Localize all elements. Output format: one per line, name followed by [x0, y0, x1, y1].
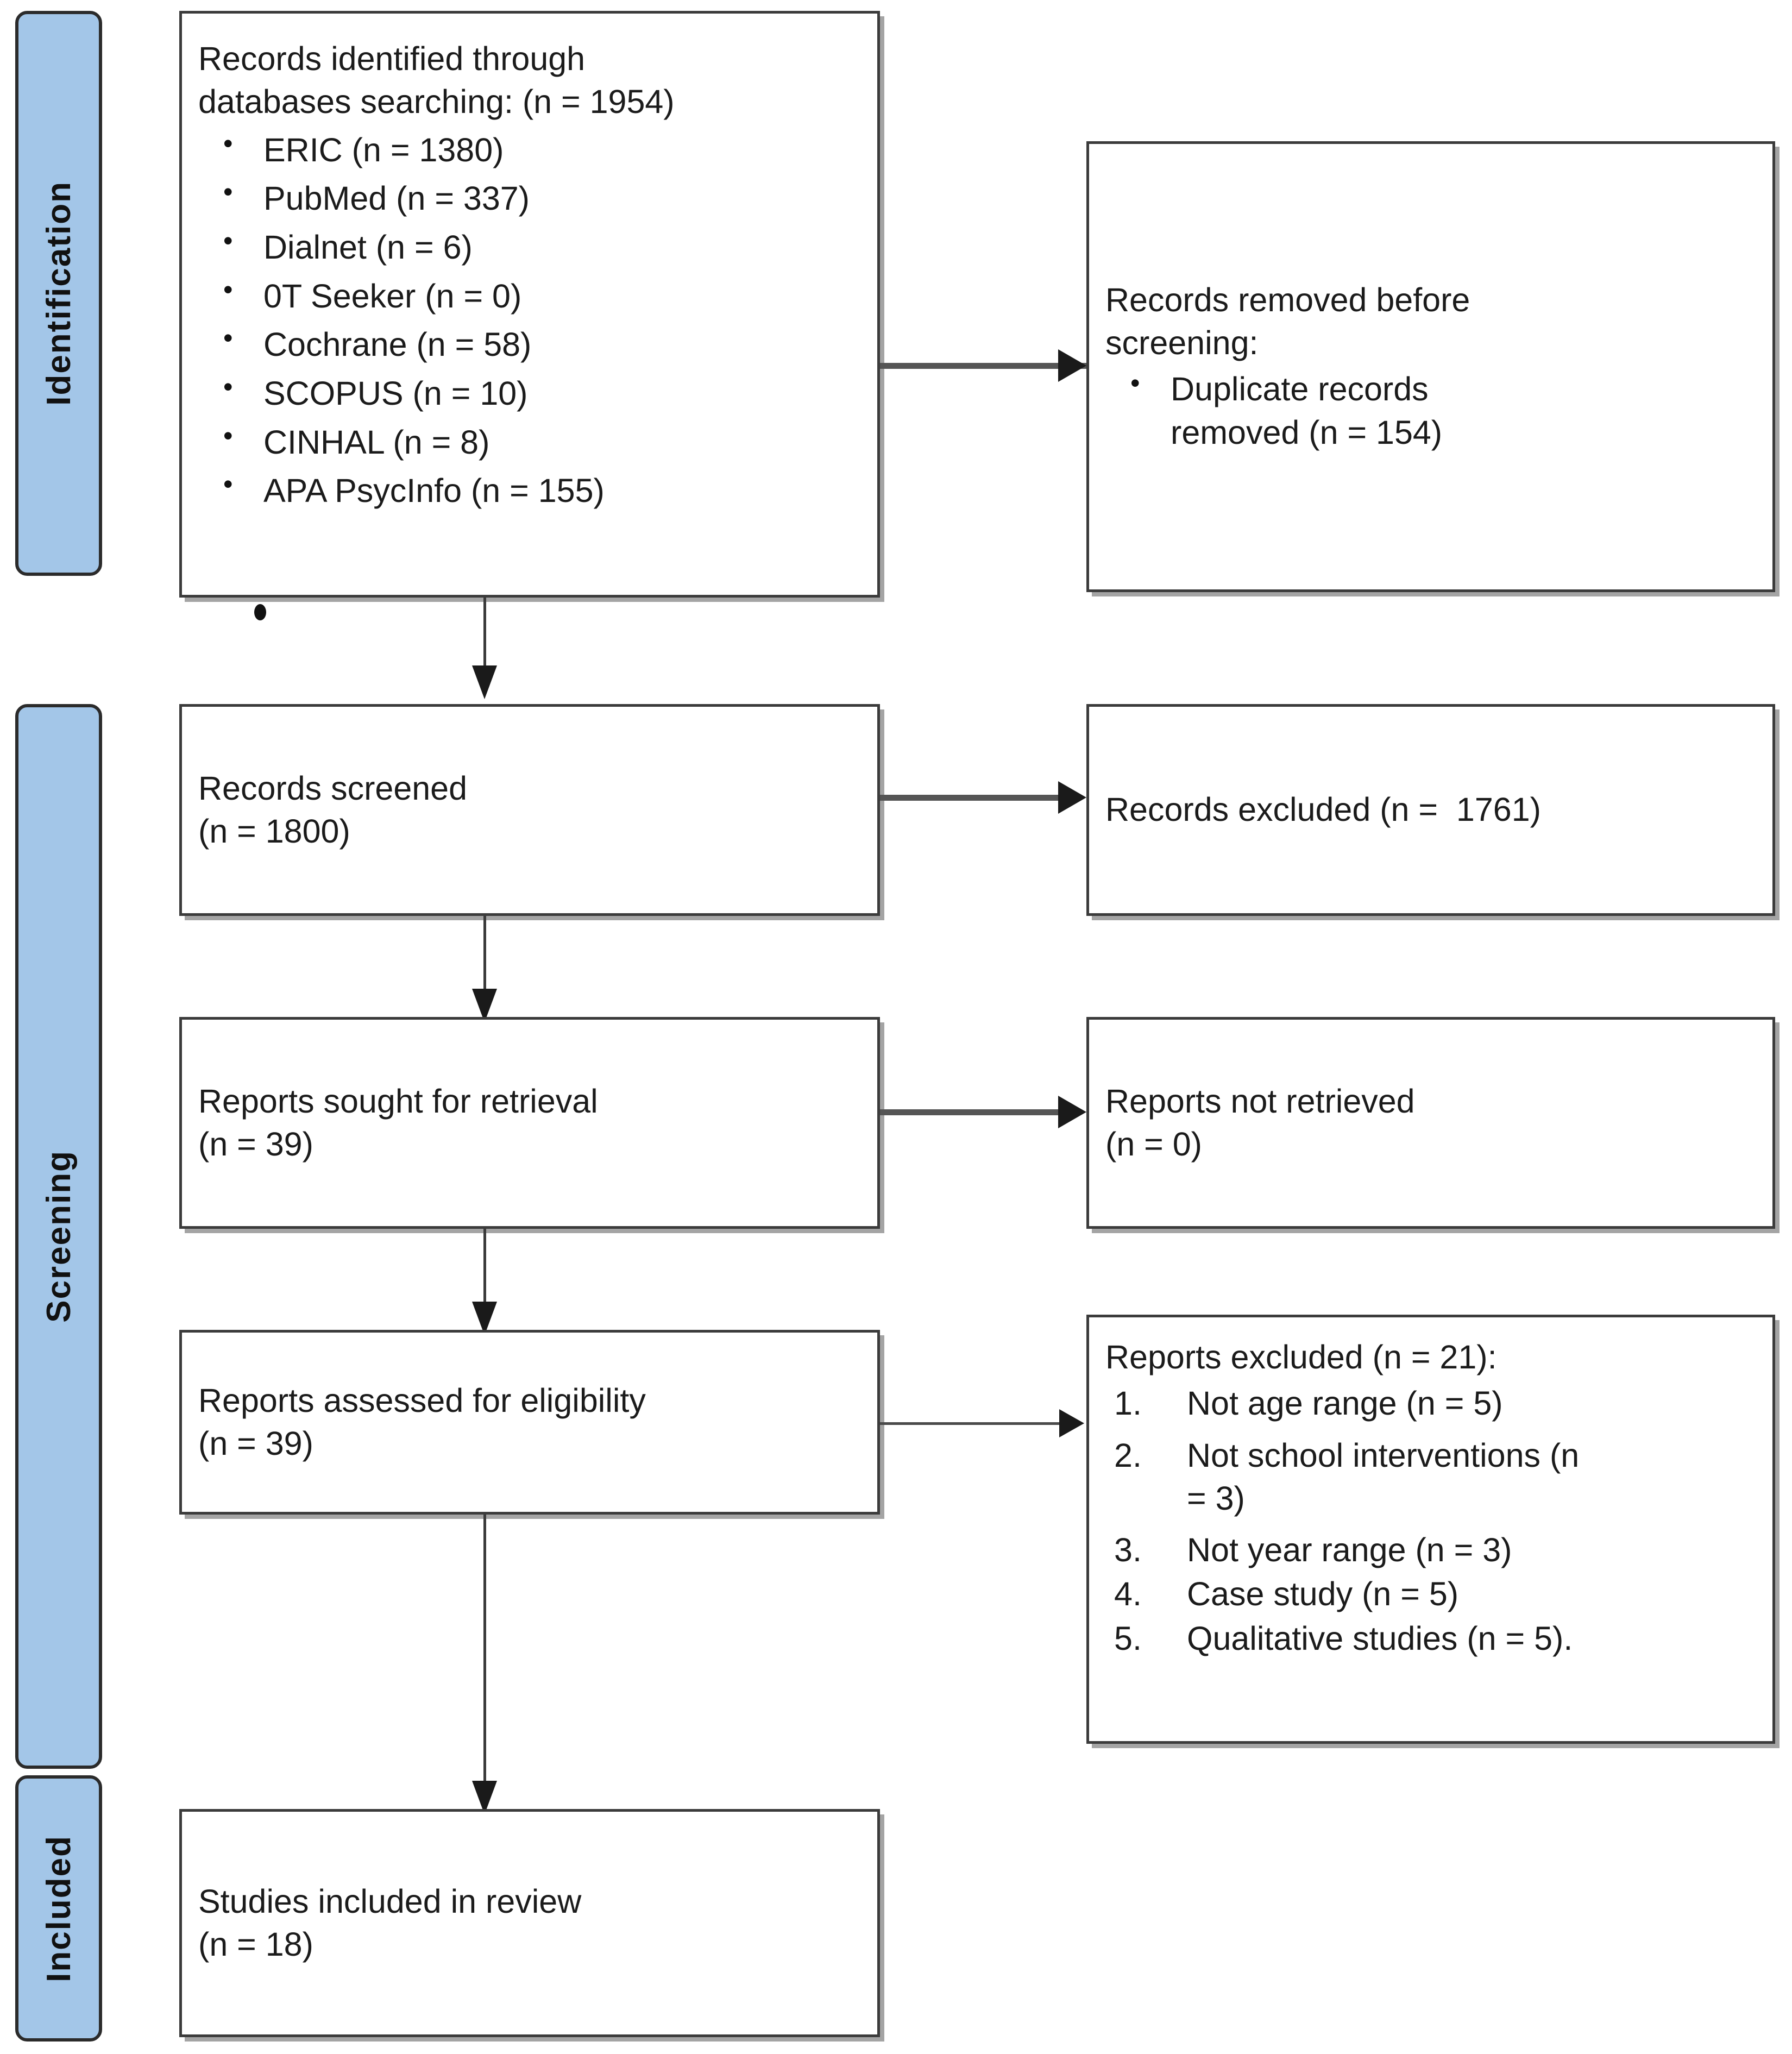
stage-bar-screening: Screening: [15, 704, 102, 1769]
reports-sought-line1: Reports sought for retrieval: [198, 1082, 598, 1120]
duplicate-records-line2: removed (n = 154): [1171, 414, 1443, 451]
records-identified-source-list: ERIC (n = 1380) PubMed (n = 337) Dialnet…: [198, 124, 861, 516]
list-item: Dialnet (n = 6): [223, 221, 861, 272]
records-screened-line2: (n = 1800): [198, 813, 350, 850]
connector-identified-to-screened: [483, 598, 486, 693]
list-item: Not age range (n = 5): [1114, 1382, 1503, 1425]
reports-excluded-reason-list: Not age range (n = 5) Not school interve…: [1105, 1382, 1756, 1661]
box-records-excluded: Records excluded (n = 1761): [1086, 704, 1775, 916]
stage-bar-identification: Identification: [15, 11, 102, 576]
connector-screened-to-excluded: [880, 795, 1059, 801]
box-reports-sought-for-retrieval: Reports sought for retrieval (n = 39): [179, 1017, 880, 1229]
arrow-right-icon-identified-to-removed: [1058, 349, 1086, 382]
reports-excluded-heading: Reports excluded (n = 21):: [1105, 1339, 1497, 1375]
stage-label-identification: Identification: [40, 181, 78, 406]
connector-sought-to-not-retrieved: [880, 1109, 1059, 1115]
records-removed-heading-line2: screening:: [1105, 324, 1259, 362]
stage-label-included: Included: [40, 1835, 78, 1982]
connector-assessed-to-included: [483, 1515, 486, 1808]
reports-assessed-line1: Reports assessed for eligibility: [198, 1381, 646, 1419]
records-identified-heading-line1: Records identified through: [198, 40, 586, 77]
reports-sought-line2: (n = 39): [198, 1126, 313, 1163]
connector-identified-to-removed: [880, 363, 1086, 369]
reason-2-line1: Not school interventions (n: [1187, 1436, 1580, 1474]
records-excluded-line1: Records excluded (n = 1761): [1105, 791, 1541, 828]
arrow-down-icon-screened-to-sought: [472, 989, 497, 1022]
connector-assessed-to-reports-excluded: [880, 1422, 1065, 1425]
box-reports-excluded: Reports excluded (n = 21): Not age range…: [1086, 1315, 1775, 1744]
box-reports-not-retrieved: Reports not retrieved (n = 0): [1086, 1017, 1775, 1229]
arrow-down-icon-identified-to-screened: [472, 665, 497, 699]
list-item: Qualitative studies (n = 5).: [1114, 1617, 1573, 1661]
reason-2-line2: = 3): [1187, 1479, 1245, 1517]
list-item: Not year range (n = 3): [1114, 1529, 1512, 1572]
box-studies-included-in-review: Studies included in review (n = 18): [179, 1809, 880, 2037]
stage-label-screening: Screening: [40, 1150, 78, 1323]
duplicate-records-line1: Duplicate records: [1171, 370, 1429, 407]
arrow-right-icon-sought-to-not-retrieved: [1058, 1096, 1086, 1128]
connector-sought-to-assessed: [483, 1229, 486, 1330]
stage-bar-included: Included: [15, 1775, 102, 2042]
list-item: Duplicate records removed (n = 154): [1130, 365, 1756, 455]
list-item: APA PsycInfo (n = 155): [223, 464, 861, 516]
list-item: ERIC (n = 1380): [223, 124, 861, 175]
reports-not-retrieved-line2: (n = 0): [1105, 1126, 1202, 1163]
arrow-right-icon-screened-to-excluded: [1058, 781, 1086, 814]
list-item: Case study (n = 5): [1114, 1573, 1459, 1616]
connector-screened-to-sought: [483, 916, 486, 1017]
reports-assessed-line2: (n = 39): [198, 1425, 313, 1462]
stray-bullet-icon: [254, 604, 266, 620]
box-reports-assessed-for-eligibility: Reports assessed for eligibility (n = 39…: [179, 1330, 880, 1515]
records-removed-item-list: Duplicate records removed (n = 154): [1105, 365, 1756, 455]
reports-not-retrieved-line1: Reports not retrieved: [1105, 1082, 1415, 1120]
arrow-right-icon-assessed-to-reports-excluded: [1059, 1409, 1084, 1437]
list-item: Not school interventions (n = 3): [1105, 1434, 1756, 1521]
list-item: Cochrane (n = 58): [223, 318, 861, 369]
records-identified-heading-line2: databases searching: (n = 1954): [198, 83, 675, 121]
box-records-removed-before-screening: Records removed before screening: Duplic…: [1086, 141, 1775, 592]
list-item: SCOPUS (n = 10): [223, 367, 861, 418]
list-item: 0T Seeker (n = 0): [223, 270, 861, 321]
records-removed-heading-line1: Records removed before: [1105, 281, 1470, 319]
studies-included-line1: Studies included in review: [198, 1882, 582, 1920]
list-item: PubMed (n = 337): [223, 172, 861, 223]
box-records-identified: Records identified through databases sea…: [179, 11, 880, 598]
records-screened-line1: Records screened: [198, 769, 468, 807]
box-records-screened: Records screened (n = 1800): [179, 704, 880, 916]
arrow-down-icon-sought-to-assessed: [472, 1302, 497, 1335]
list-item: CINHAL (n = 8): [223, 416, 861, 467]
arrow-down-icon-assessed-to-included: [472, 1781, 497, 1814]
studies-included-line2: (n = 18): [198, 1926, 313, 1963]
